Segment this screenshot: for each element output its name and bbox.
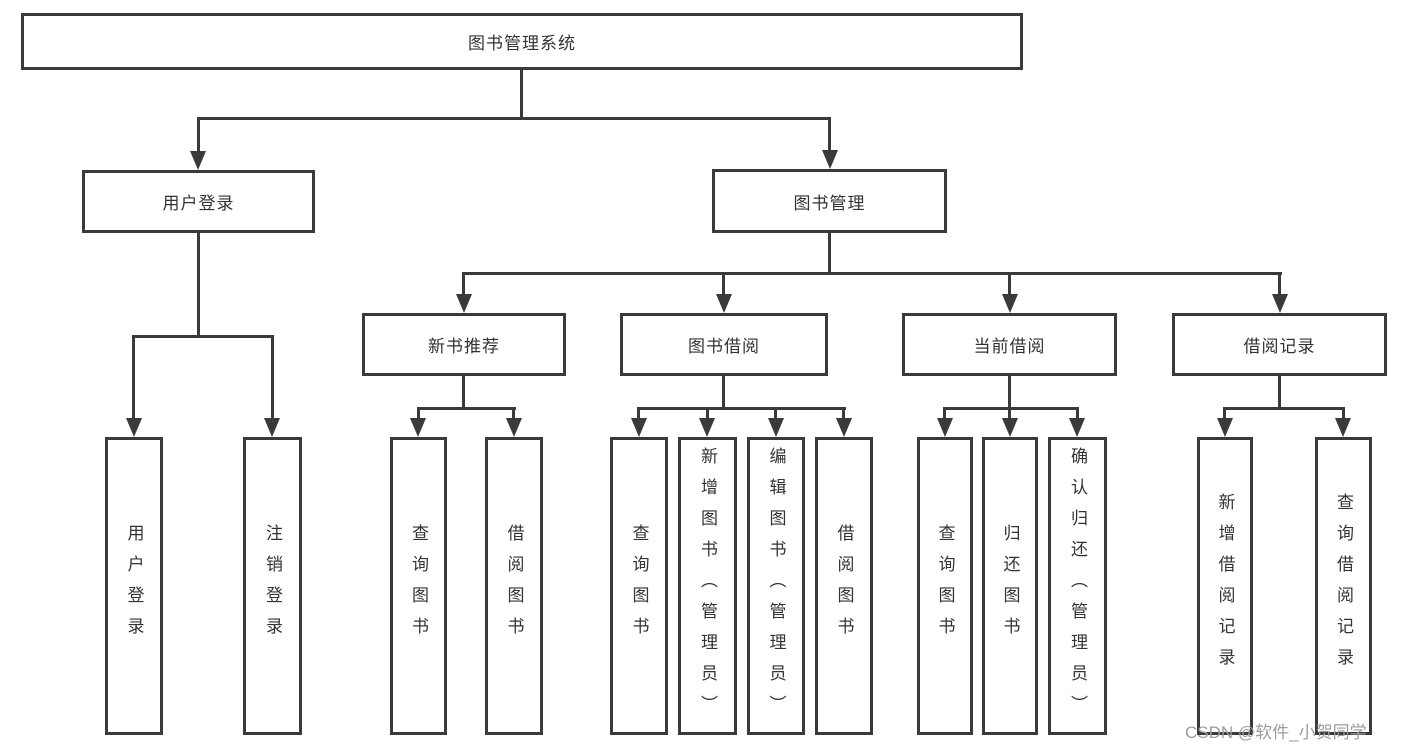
- arrowhead-down-icon: [126, 418, 142, 437]
- node-root-system-label: 图书管理系统: [468, 34, 576, 53]
- arrowhead-down-icon: [1217, 418, 1233, 437]
- connector-line: [1223, 407, 1345, 410]
- node-book-management-label: 图书管理: [793, 193, 866, 213]
- leaf-newbook-query-books-label: 查询图书: [409, 524, 428, 648]
- connector-line: [774, 407, 777, 422]
- node-new-book-recommend: 新书推荐: [362, 313, 566, 376]
- arrowhead-down-icon: [1002, 294, 1018, 313]
- node-book-management: 图书管理: [712, 169, 947, 233]
- arrowhead-down-icon: [456, 294, 472, 313]
- connector-line: [722, 272, 725, 298]
- connector-line: [1076, 407, 1079, 422]
- node-borrow-records: 借阅记录: [1172, 313, 1387, 376]
- leaf-current-query-books-label: 查询图书: [935, 524, 955, 648]
- connector-line: [462, 376, 465, 410]
- connector-line: [943, 407, 1079, 410]
- leaf-borrow-add-books-admin: 新增图书（管理员）: [678, 437, 737, 735]
- leaf-newbook-borrow-books: 借阅图书: [485, 437, 543, 735]
- node-borrow-records-label: 借阅记录: [1243, 337, 1316, 356]
- arrowhead-down-icon: [1002, 418, 1018, 437]
- arrowhead-down-icon: [716, 294, 732, 313]
- connector-line: [1278, 376, 1281, 410]
- connector-line: [520, 70, 523, 118]
- arrowhead-down-icon: [264, 418, 280, 437]
- connector-line: [842, 407, 845, 422]
- arrowhead-down-icon: [506, 418, 522, 437]
- leaf-current-confirm-return-admin-label: 确认归还（管理员）: [1068, 446, 1087, 726]
- leaf-logout: 注销登录: [243, 437, 302, 735]
- connector-line: [512, 407, 515, 422]
- connector-line: [943, 407, 946, 422]
- arrowhead-down-icon: [937, 418, 953, 437]
- connector-line: [417, 407, 420, 422]
- leaf-borrow-query-books-label: 查询图书: [629, 524, 649, 648]
- leaf-logout-label: 注销登录: [263, 524, 282, 648]
- connector-line: [197, 117, 200, 154]
- connector-line: [1342, 407, 1345, 422]
- connector-line: [1223, 407, 1226, 422]
- connector-line: [417, 407, 516, 410]
- connector-line: [132, 335, 274, 338]
- arrowhead-down-icon: [190, 151, 206, 170]
- leaf-borrow-query-books: 查询图书: [610, 437, 668, 735]
- leaf-current-query-books: 查询图书: [917, 437, 973, 735]
- arrowhead-down-icon: [836, 418, 852, 437]
- arrowhead-down-icon: [1335, 418, 1351, 437]
- node-current-borrow-label: 当前借阅: [973, 337, 1046, 356]
- connector-line: [197, 233, 200, 337]
- connector-line: [1008, 272, 1011, 298]
- leaf-newbook-query-books: 查询图书: [390, 437, 447, 735]
- arrowhead-down-icon: [699, 418, 715, 437]
- leaf-borrow-borrow-books: 借阅图书: [815, 437, 873, 735]
- connector-line: [462, 272, 465, 298]
- node-user-login: 用户登录: [82, 170, 315, 233]
- arrowhead-down-icon: [822, 150, 838, 169]
- arrowhead-down-icon: [631, 418, 647, 437]
- leaf-current-return-books: 归还图书: [982, 437, 1038, 735]
- connector-line: [828, 233, 831, 274]
- node-new-book-recommend-label: 新书推荐: [428, 337, 500, 356]
- connector-line: [637, 407, 640, 422]
- leaf-newbook-borrow-books-label: 借阅图书: [504, 524, 524, 648]
- connector-line: [828, 117, 831, 153]
- connector-line: [462, 272, 1282, 275]
- connector-line: [271, 335, 274, 422]
- node-book-borrow: 图书借阅: [620, 313, 828, 376]
- arrowhead-down-icon: [1069, 418, 1085, 437]
- connector-line: [197, 117, 831, 120]
- connector-line: [1278, 272, 1281, 298]
- connector-line: [706, 407, 709, 422]
- arrowhead-down-icon: [1272, 294, 1288, 313]
- node-book-borrow-label: 图书借阅: [688, 337, 760, 356]
- node-current-borrow: 当前借阅: [902, 313, 1117, 376]
- arrowhead-down-icon: [768, 418, 784, 437]
- csdn-watermark: CSDN @软件_小贺同学: [1185, 723, 1367, 742]
- leaf-borrow-add-books-admin-label: 新增图书（管理员）: [698, 446, 717, 726]
- leaf-records-add-record: 新增借阅记录: [1197, 437, 1253, 735]
- connector-line: [132, 335, 135, 422]
- leaf-records-query-record: 查询借阅记录: [1315, 437, 1372, 735]
- arrowhead-down-icon: [410, 418, 426, 437]
- leaf-current-confirm-return-admin: 确认归还（管理员）: [1048, 437, 1107, 735]
- node-root-system: 图书管理系统: [21, 13, 1023, 70]
- connector-line: [637, 407, 846, 410]
- leaf-records-query-record-label: 查询借阅记录: [1334, 493, 1353, 679]
- leaf-borrow-borrow-books-label: 借阅图书: [834, 524, 854, 648]
- leaf-user-login: 用户登录: [105, 437, 163, 735]
- node-user-login-label: 用户登录: [162, 194, 235, 213]
- leaf-user-login-label: 用户登录: [124, 524, 144, 648]
- connector-line: [1008, 407, 1011, 422]
- leaf-current-return-books-label: 归还图书: [1000, 524, 1020, 648]
- leaf-borrow-edit-books-admin: 编辑图书（管理员）: [747, 437, 805, 735]
- connector-line: [722, 376, 725, 410]
- leaf-borrow-edit-books-admin-label: 编辑图书（管理员）: [766, 446, 786, 726]
- leaf-records-add-record-label: 新增借阅记录: [1215, 493, 1235, 679]
- connector-line: [1008, 376, 1011, 410]
